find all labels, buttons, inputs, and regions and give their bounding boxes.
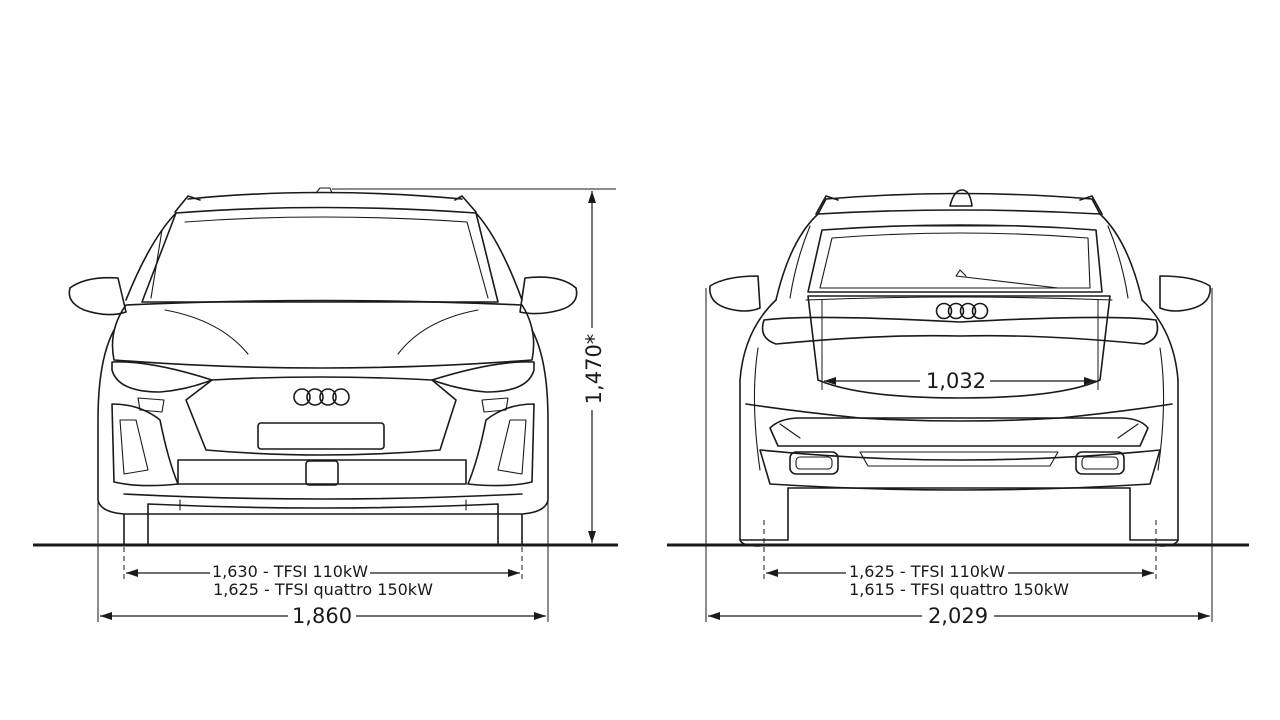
front-width-label: 1,860 [292,604,352,628]
rear-track-label-2: 1,615 - TFSI quattro 150kW [849,580,1069,599]
front-height-label: 1,470* [582,334,606,405]
front-audi-logo [293,388,350,406]
rear-width-label: 2,029 [928,604,988,628]
front-view-car [68,187,578,546]
front-track-label-2: 1,625 - TFSI quattro 150kW [213,580,433,599]
rear-audi-logo [935,302,989,320]
front-right-mirror [519,276,578,315]
rear-left-mirror [709,275,761,312]
rear-view-car [709,189,1211,547]
front-dimensions [97,188,616,628]
front-left-mirror [68,276,127,316]
front-grille [185,376,457,456]
tailgate [807,295,1111,399]
front-right-headlight [431,361,535,393]
rear-dimensions [705,288,1213,628]
rear-right-mirror [1159,275,1211,312]
front-license-plate [257,422,385,450]
front-left-headlight [111,361,213,393]
rear-track-label-1: 1,625 - TFSI 110kW [849,562,1005,581]
rear-boot-label: 1,032 [926,369,986,393]
front-track-label-1: 1,630 - TFSI 110kW [212,562,368,581]
